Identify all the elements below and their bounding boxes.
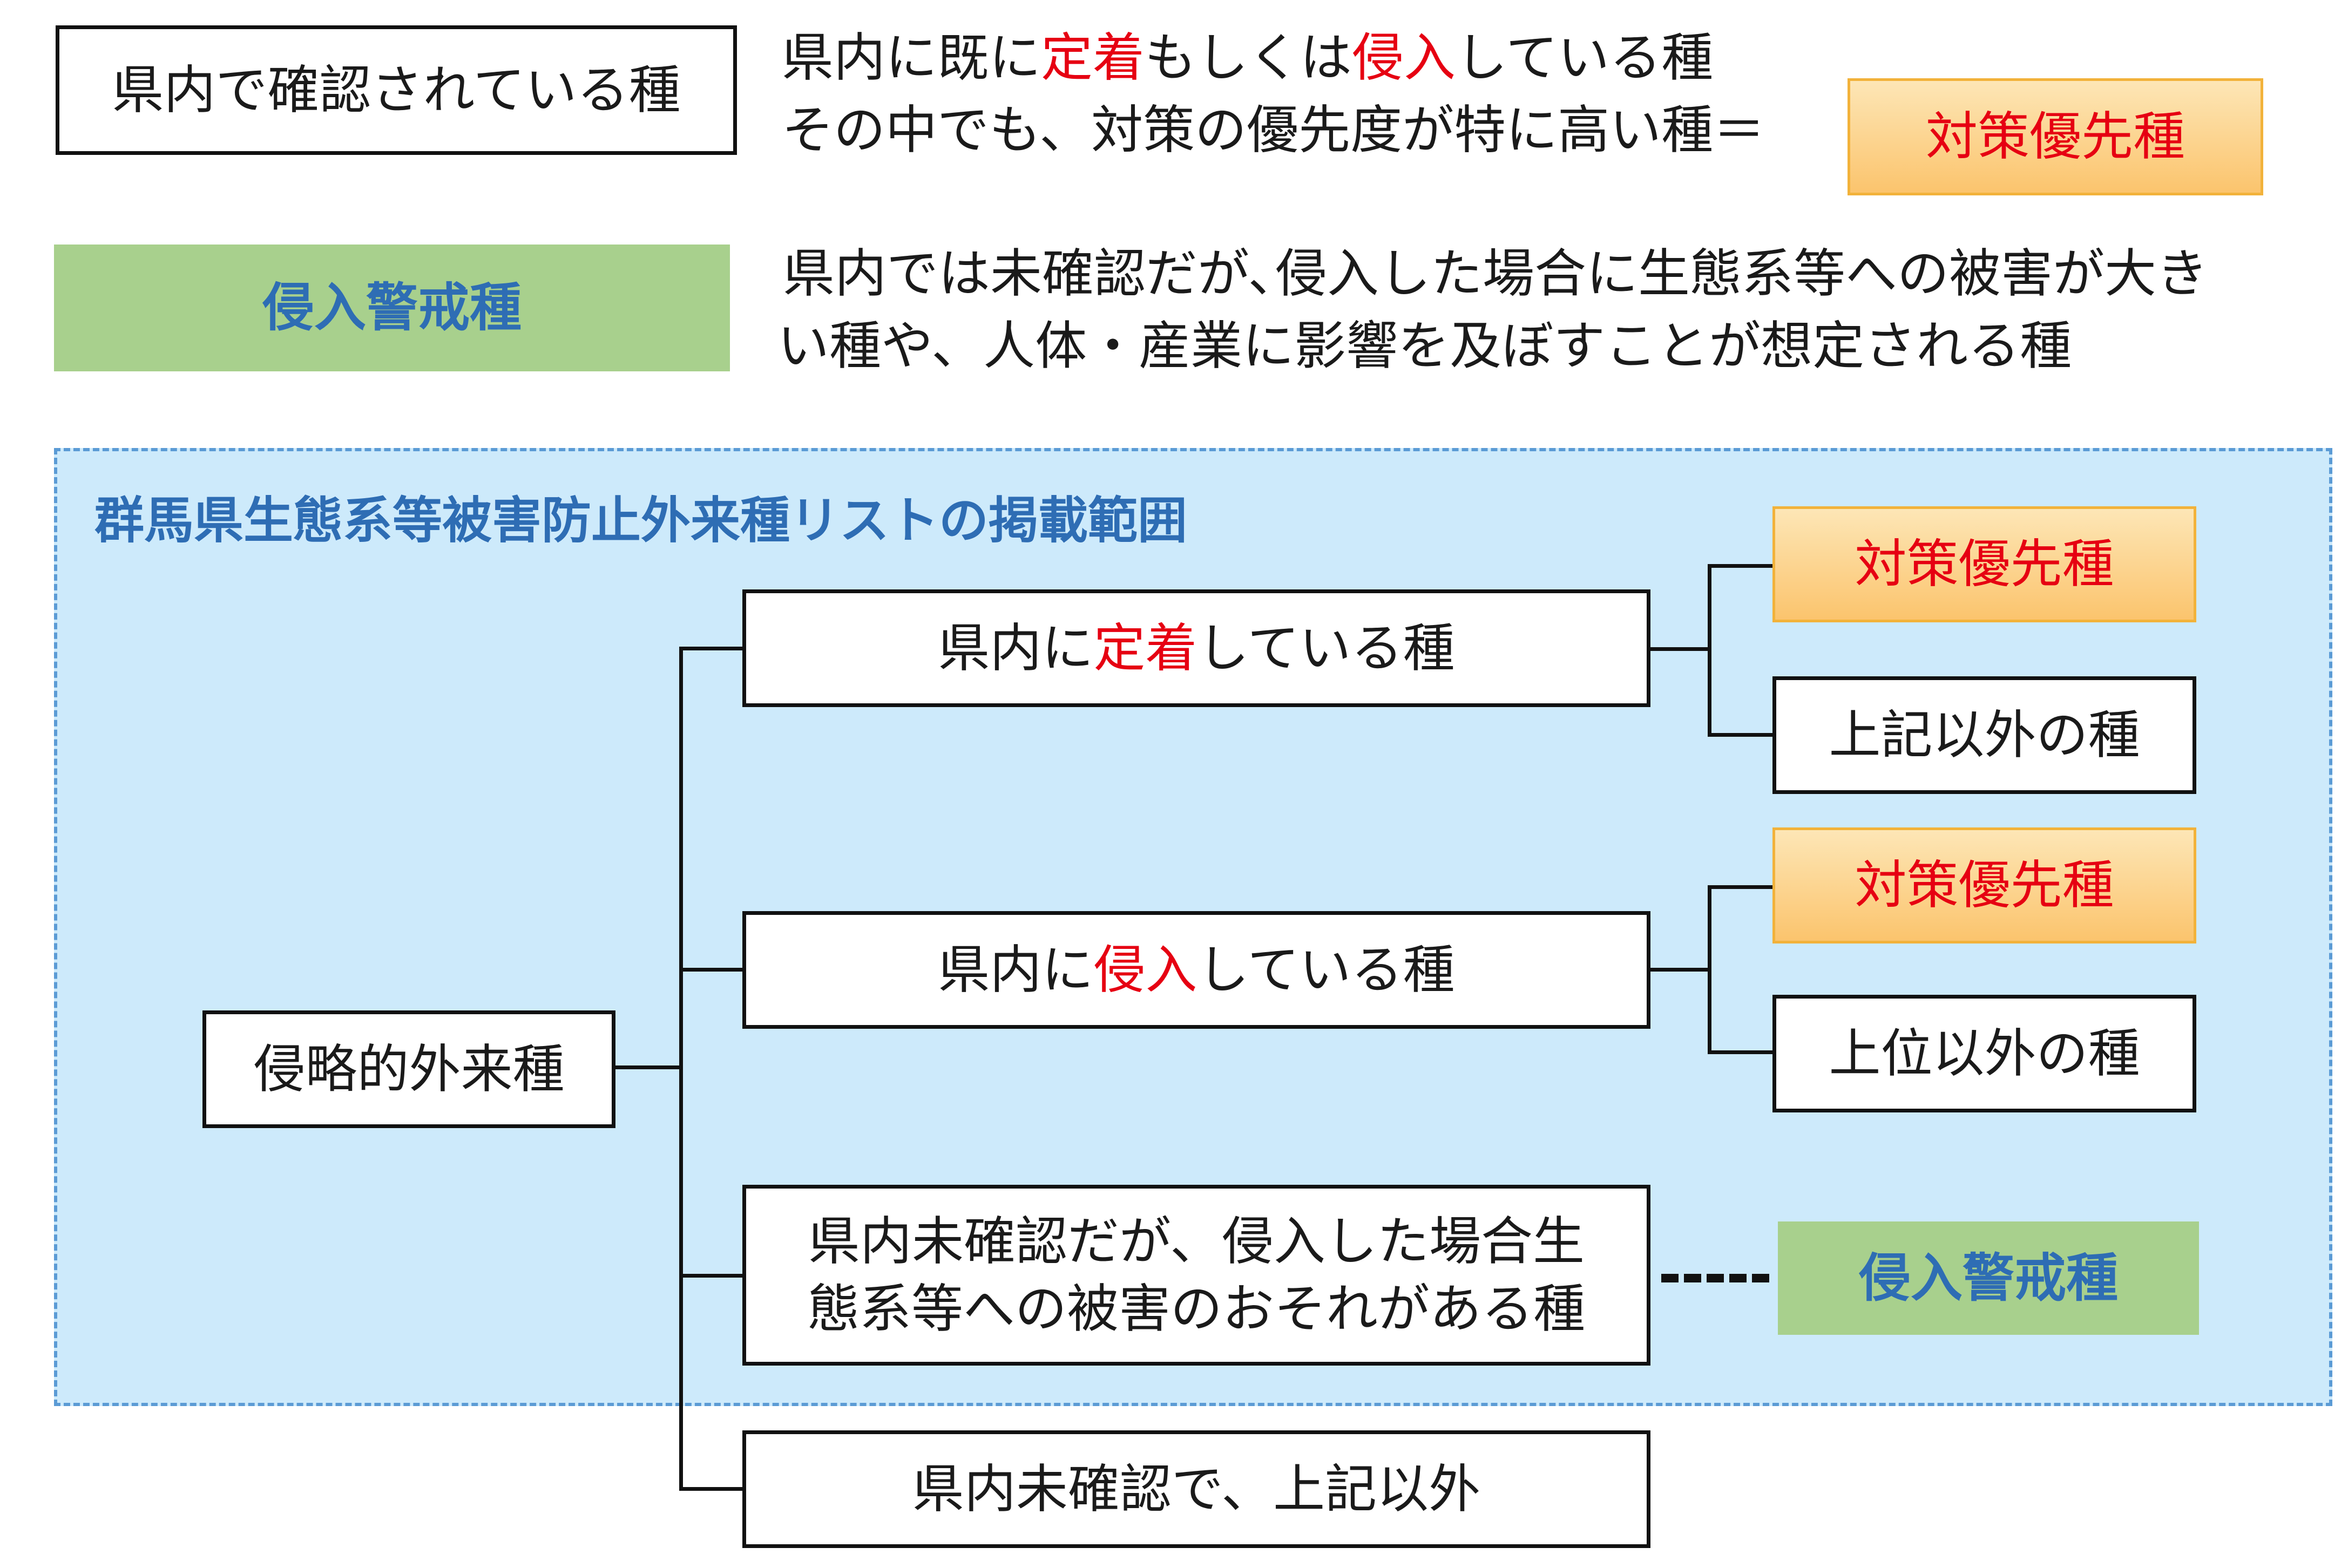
- node-invading-priority: 対策優先種: [1772, 827, 2196, 943]
- established-fork: [1708, 564, 1711, 737]
- legend-alert-line2: い種や、人体・産業に影響を及ぼすことが想定される種: [777, 316, 2072, 377]
- invading-to-other: [1708, 1050, 1775, 1054]
- established-to-priority: [1708, 564, 1775, 568]
- established-to-other: [1708, 733, 1775, 737]
- legend-alert-box: 侵入警戒種: [54, 245, 730, 371]
- node-established-other: 上記以外の種: [1772, 676, 2196, 794]
- invading-to-priority: [1708, 885, 1775, 889]
- legend-confirmed-description: 県内に既に定着もしくは侵入している種 その中でも、対策の優先度が特に高い種＝: [782, 22, 1765, 160]
- invading-out: [1648, 968, 1711, 972]
- node-invading-label: 県内に侵入している種: [938, 939, 1455, 1000]
- branch-unconfirmed-risk: [679, 1274, 745, 1278]
- legend-priority-box: 対策優先種: [1848, 78, 2263, 195]
- node-invading-priority-label: 対策優先種: [1855, 855, 2114, 916]
- alert-dashed-link: [1661, 1274, 1769, 1282]
- legend-confirmed-line1: 県内に既に定着もしくは侵入している種: [782, 28, 1714, 88]
- node-unconfirmed-risk: 県内未確認だが、侵入した場合生 態系等への被害のおそれがある種: [742, 1185, 1650, 1366]
- branch-unconfirmed-other: [679, 1487, 745, 1491]
- node-alert-species: 侵入警戒種: [1778, 1221, 2199, 1335]
- node-invading: 県内に侵入している種: [742, 911, 1650, 1029]
- node-unconfirmed-risk-line2: 態系等への被害のおそれがある種: [808, 1278, 1585, 1339]
- legend-alert-line1: 県内では未確認だが､侵入した場合に生態系等への被害が大き: [783, 243, 2208, 304]
- root-connector: [613, 1065, 682, 1069]
- node-invasive-alien-species-label: 侵略的外来種: [253, 1038, 565, 1099]
- invading-fork: [1708, 885, 1711, 1054]
- node-established-other-label: 上記以外の種: [1829, 704, 2140, 765]
- legend-confirmed-line2: その中でも、対策の優先度が特に高い種＝: [782, 100, 1765, 161]
- legend-confirmed-box: 県内で確認されている種: [56, 25, 737, 155]
- established-out: [1648, 647, 1711, 651]
- node-unconfirmed-other-label: 県内未確認で、上記以外: [912, 1458, 1481, 1519]
- node-established-priority: 対策優先種: [1772, 506, 2196, 622]
- node-established-label: 県内に定着している種: [938, 617, 1455, 678]
- node-alert-species-label: 侵入警戒種: [1859, 1247, 2118, 1308]
- node-invading-other-label: 上位以外の種: [1829, 1023, 2140, 1084]
- node-unconfirmed-risk-line1: 県内未確認だが、侵入した場合生: [808, 1211, 1585, 1272]
- node-established: 県内に定着している種: [742, 589, 1650, 707]
- branch-invading: [679, 968, 745, 972]
- legend-confirmed-label: 県内で確認されている種: [112, 59, 681, 120]
- legend-alert-label: 侵入警戒種: [262, 277, 522, 338]
- trunk-vertical: [679, 647, 683, 1491]
- node-unconfirmed-other: 県内未確認で、上記以外: [742, 1430, 1650, 1548]
- node-invading-other: 上位以外の種: [1772, 995, 2196, 1112]
- node-invasive-alien-species: 侵略的外来種: [202, 1010, 615, 1128]
- legend-priority-label: 対策優先種: [1926, 106, 2185, 167]
- legend-alert-description: 県内では未確認だが､侵入した場合に生態系等への被害が大き い種や、人体・産業に影…: [777, 237, 2208, 378]
- branch-established: [679, 647, 745, 650]
- list-scope-title: 群馬県生態系等被害防止外来種リストの掲載範囲: [94, 491, 1188, 549]
- node-established-priority-label: 対策優先種: [1855, 534, 2114, 595]
